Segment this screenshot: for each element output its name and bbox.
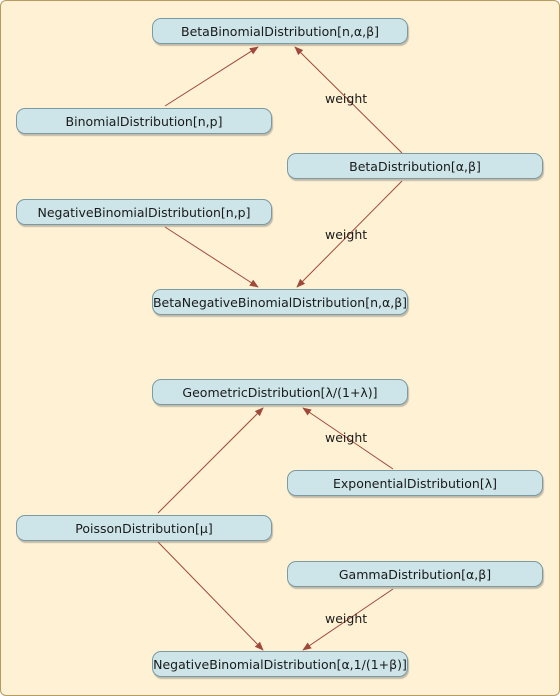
edge-binomial-to-beta-binomial <box>164 46 259 107</box>
node-beta-binomial-distribution: BetaBinomialDistribution[n,α,β] <box>152 18 408 44</box>
node-binomial-distribution: BinomialDistribution[n,p] <box>16 108 272 134</box>
edge-beta-to-beta-binomial <box>294 46 403 154</box>
edge-gamma-to-negbinomial <box>302 588 394 651</box>
node-beta-negative-binomial-distribution: BetaNegativeBinomialDistribution[n,α,β] <box>152 289 408 315</box>
node-geometric-distribution: GeometricDistribution[λ/(1+λ)] <box>152 379 408 405</box>
node-poisson-distribution: PoissonDistribution[μ] <box>16 515 272 541</box>
node-gamma-distribution: GammaDistribution[α,β] <box>287 561 543 587</box>
node-exponential-distribution: ExponentialDistribution[λ] <box>287 470 543 496</box>
node-beta-distribution: BetaDistribution[α,β] <box>287 153 543 179</box>
edge-exponential-to-geometric <box>302 407 394 470</box>
edge-beta-to-beta-negbinomial <box>296 180 403 288</box>
edge-poisson-to-geometric <box>157 407 264 514</box>
edge-poisson-to-negbinomial <box>157 541 264 651</box>
edge-label-weight: weight <box>325 91 368 106</box>
node-negative-binomial-distribution-np: NegativeBinomialDistribution[n,p] <box>16 199 272 225</box>
edge-label-weight: weight <box>325 430 368 445</box>
edge-label-weight: weight <box>325 611 368 626</box>
edge-negbinomial-to-beta-negbinomial <box>164 226 259 288</box>
node-negative-binomial-distribution-alpha-beta: NegativeBinomialDistribution[α,1/(1+β)] <box>152 651 408 677</box>
edge-label-weight: weight <box>325 227 368 242</box>
